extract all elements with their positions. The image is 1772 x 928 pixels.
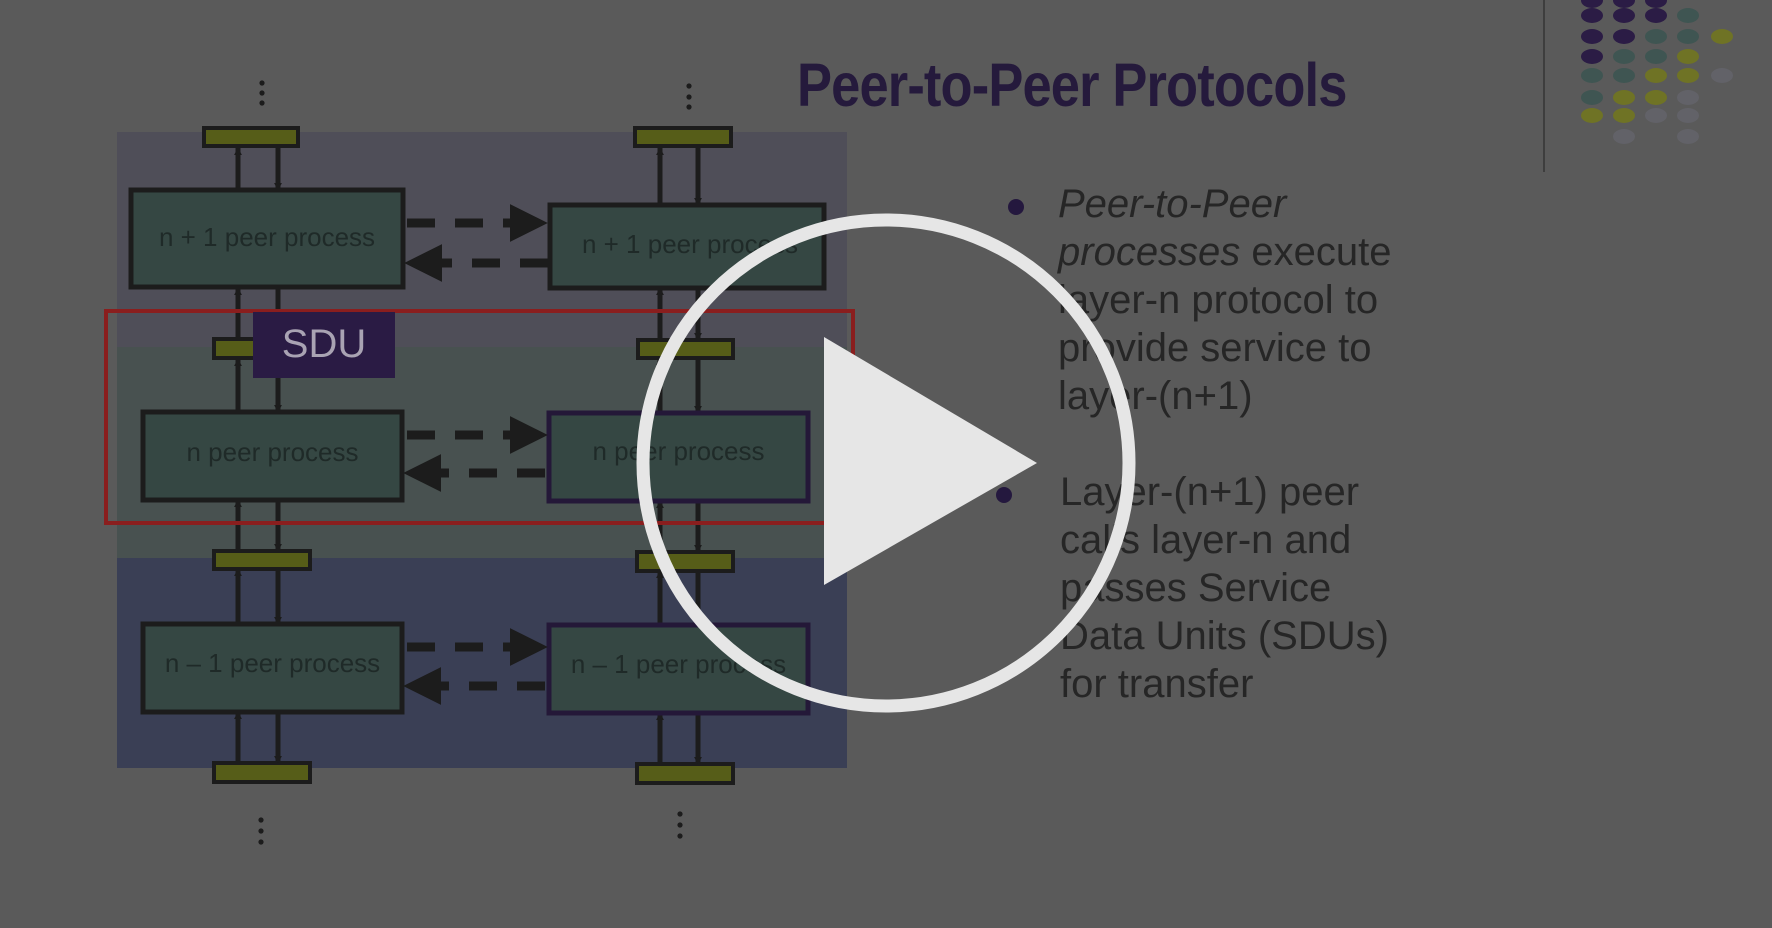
play-button[interactable] (630, 207, 1142, 719)
process-box-left-n-minus-1 (140, 621, 405, 715)
decorative-dot (1613, 29, 1635, 44)
slide-title: Peer-to-Peer Protocols (797, 51, 1347, 119)
decorative-dot (1677, 68, 1699, 83)
decorative-dot (1677, 90, 1699, 105)
decorative-dot (1613, 68, 1635, 83)
decorative-dot (1613, 90, 1635, 105)
decorative-dot (1677, 108, 1699, 123)
title-divider (1543, 0, 1545, 172)
decorative-dot (1711, 29, 1733, 44)
layer-diagram (104, 80, 855, 845)
decorative-dot (1645, 90, 1667, 105)
decorative-dot (1677, 129, 1699, 144)
ellipsis-top-left (259, 80, 265, 106)
play-icon (824, 337, 1037, 585)
decorative-dot (1613, 49, 1635, 64)
decorative-dot (1645, 8, 1667, 23)
decorative-dot (1581, 29, 1603, 44)
ellipsis-bottom-left (258, 817, 264, 845)
process-box-left-n-plus-1 (128, 187, 406, 290)
decorative-dot (1677, 29, 1699, 44)
decorative-dot (1645, 0, 1667, 8)
vertical-arrows-left (234, 147, 282, 764)
decorative-dot (1581, 49, 1603, 64)
process-label-left-n-minus-1: n – 1 peer process (164, 648, 381, 678)
decorative-dot (1581, 90, 1603, 105)
decorative-dot (1613, 0, 1635, 8)
bullet-list: Peer-to-Peer processes execute layer-n p… (996, 180, 1482, 708)
bullet-line: Layer-(n+1) peer (1060, 470, 1360, 514)
peer-arrows (403, 204, 548, 705)
process-label-right-n: n peer process (592, 436, 765, 466)
decorative-dot (1711, 68, 1733, 83)
bullet-item: Peer-to-Peer processes execute layer-n p… (1000, 180, 1480, 420)
decorative-dot (1645, 49, 1667, 64)
decorative-dot (1645, 29, 1667, 44)
sdu-box (253, 312, 395, 378)
play-circle (636, 213, 1136, 713)
process-label-left-n-plus-1: n + 1 peer process (158, 222, 376, 252)
decorative-dot (1581, 8, 1603, 23)
bullet-line: Data Units (SDUs) (1060, 614, 1389, 658)
bullet-line: processes execute (1058, 230, 1392, 274)
decorative-dot (1613, 129, 1635, 144)
decorative-dot (1581, 108, 1603, 123)
process-box-right-n (546, 410, 811, 504)
bullet-line: layer-(n+1) (1058, 374, 1253, 418)
decorative-dot (1645, 108, 1667, 123)
sdu-label: SDU (281, 322, 367, 366)
decorative-dot (1581, 0, 1603, 8)
decorative-dot (1677, 49, 1699, 64)
decorative-dot (1677, 8, 1699, 23)
process-box-left-n (140, 409, 405, 503)
bullet-line: Peer-to-Peer (1058, 182, 1287, 226)
bullet-line: layer-n protocol to (1058, 278, 1379, 322)
bullet-line: for transfer (1060, 662, 1254, 706)
bullet-dot-icon (996, 487, 1012, 503)
decorative-dot (1581, 68, 1603, 83)
bullet-item: Layer-(n+1) peer calls layer-n and passe… (996, 468, 1482, 708)
decorative-dot (1645, 68, 1667, 83)
ellipsis-bottom-right (677, 811, 683, 839)
decorative-dot (1613, 8, 1635, 23)
ellipsis-top-right (686, 83, 692, 110)
decorative-dot (1613, 108, 1635, 123)
bullet-dot-icon (1008, 199, 1024, 215)
process-label-left-n: n peer process (186, 437, 359, 467)
